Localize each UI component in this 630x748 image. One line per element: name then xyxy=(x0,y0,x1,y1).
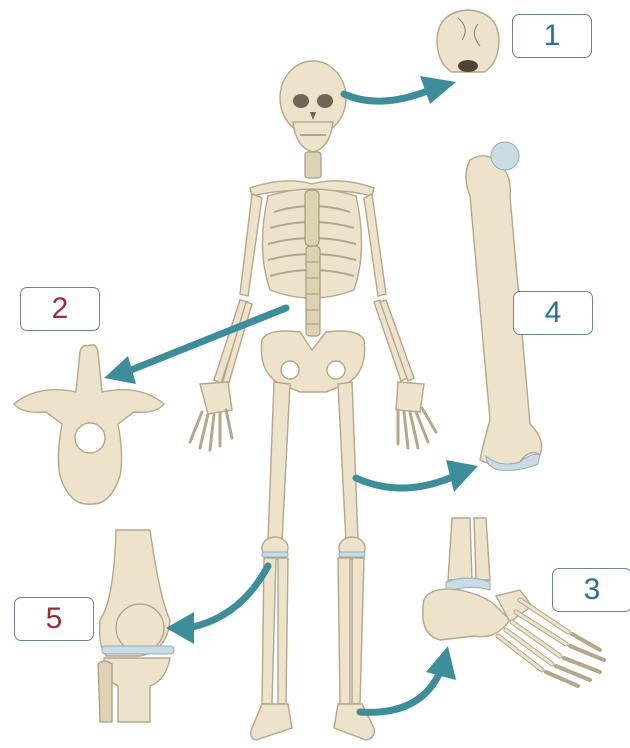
label-vertebra: 2 xyxy=(20,287,100,331)
skeleton-figure xyxy=(190,61,436,740)
arrow-to-skull xyxy=(344,76,456,104)
label-knee-number: 5 xyxy=(46,604,63,634)
arrow-to-femur xyxy=(356,460,478,492)
arrow-to-knee xyxy=(166,566,268,644)
label-skull: 1 xyxy=(512,14,592,58)
label-knee: 5 xyxy=(14,597,94,641)
label-skull-number: 1 xyxy=(544,21,561,51)
label-femur-number: 4 xyxy=(545,298,562,328)
skull-icon xyxy=(437,10,499,72)
label-foot-number: 3 xyxy=(584,575,601,605)
knee-joint-icon xyxy=(98,530,174,722)
label-foot: 3 xyxy=(552,568,630,612)
arrow-to-vertebra xyxy=(104,308,286,384)
label-femur: 4 xyxy=(513,291,593,335)
arrow-to-foot xyxy=(360,646,456,712)
label-vertebra-number: 2 xyxy=(52,294,69,324)
